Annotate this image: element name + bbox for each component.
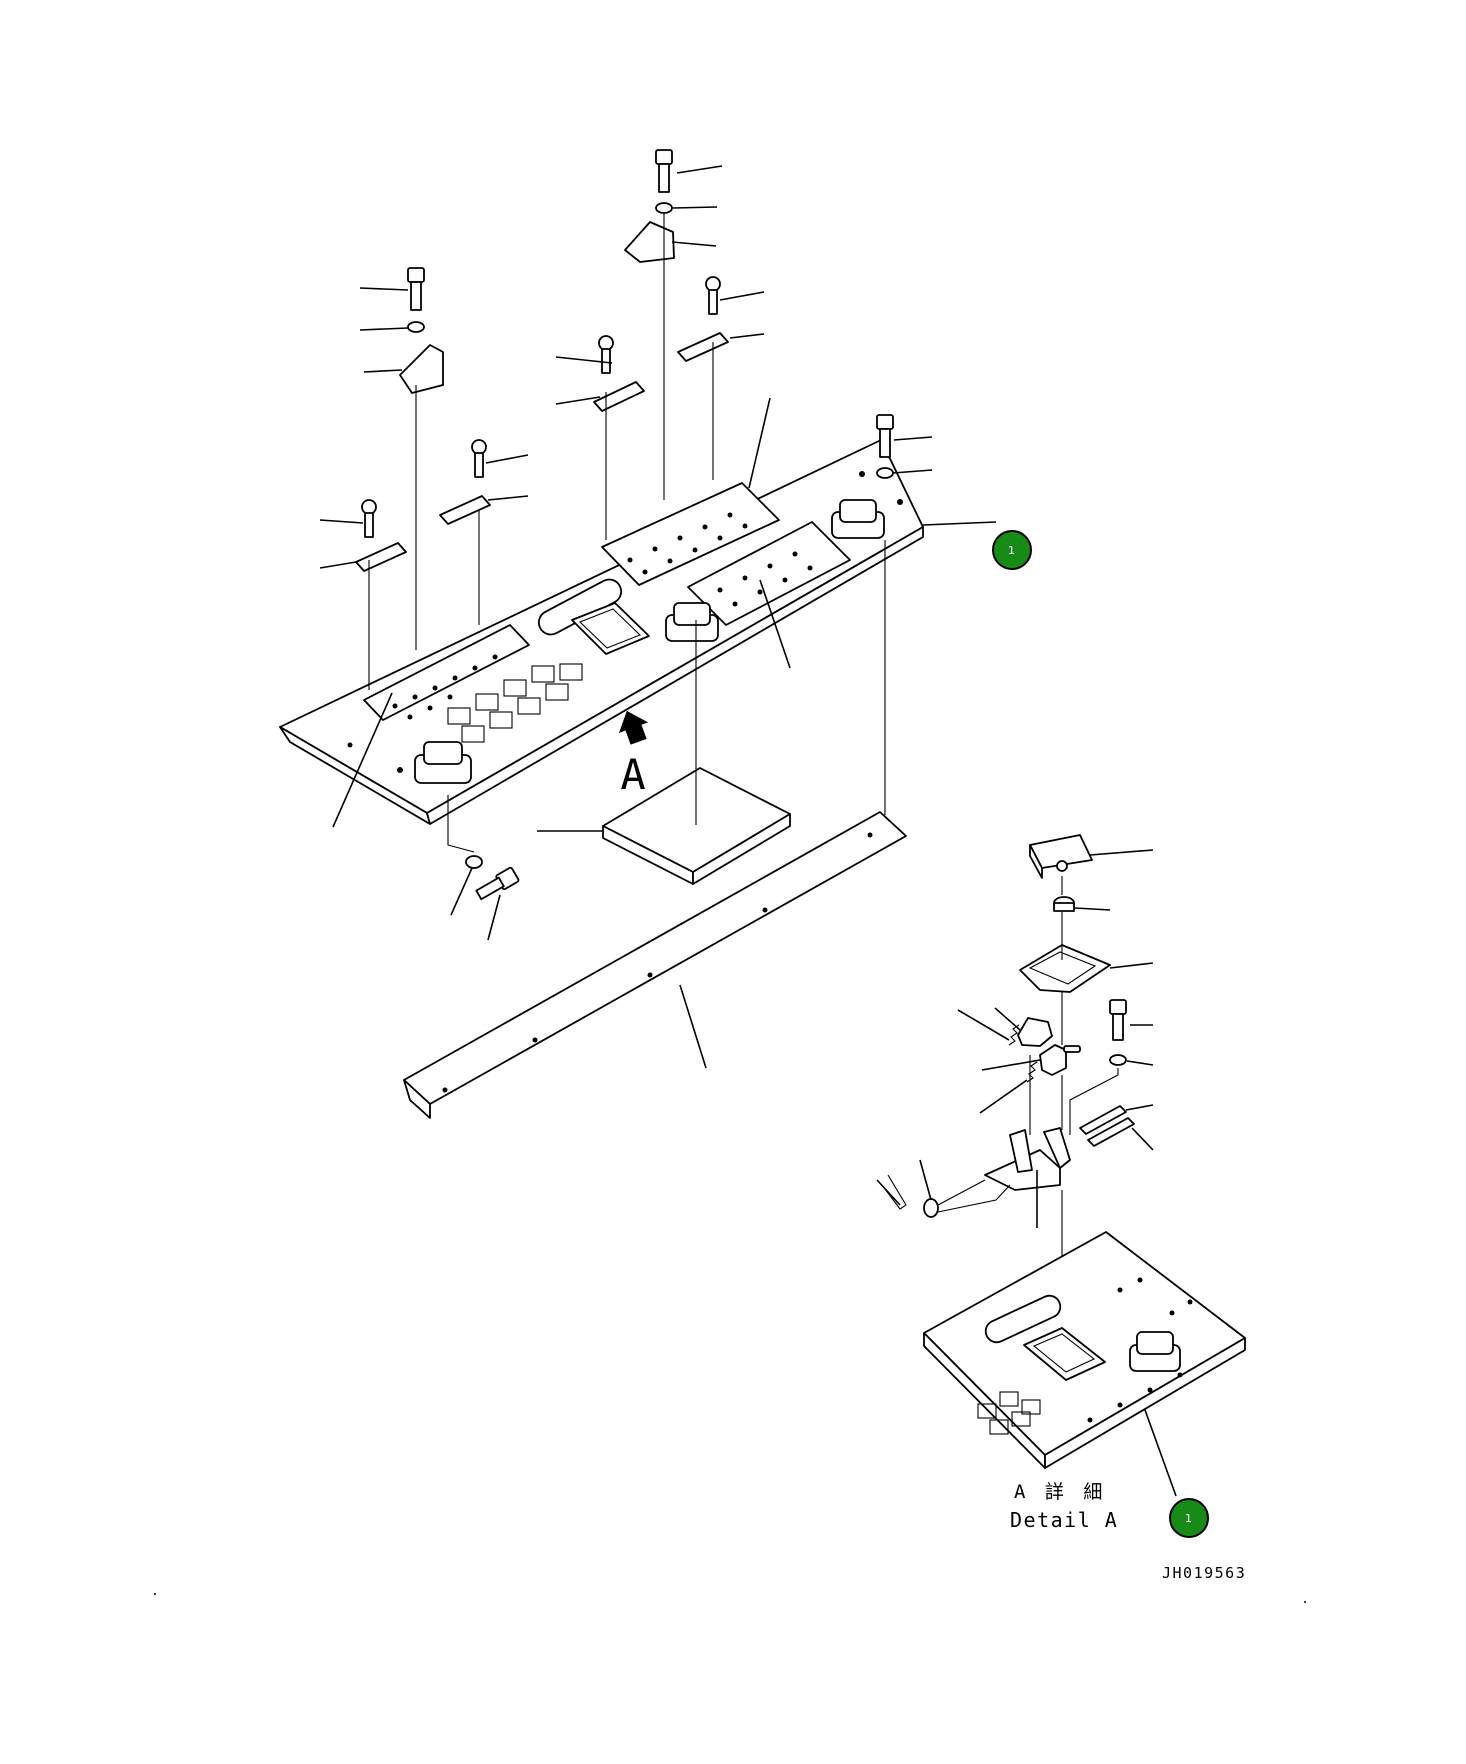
spring [1008,1024,1020,1046]
washer [407,321,425,333]
flat-bar [677,332,729,362]
detail-floor-leader [1144,1409,1177,1497]
bolt [876,414,894,458]
callout-badge[interactable]: 1 [1169,1498,1209,1538]
detail-floor [923,1231,1246,1469]
flat-bar [593,381,645,412]
washer [923,1198,939,1218]
bolt [407,267,425,311]
split-pin [881,1174,907,1210]
pin [1079,1105,1135,1147]
view-arrow [618,710,649,745]
detail-title-en: Detail A [1010,1508,1118,1532]
rubber-mount [665,602,719,642]
corner-mark [1304,1601,1306,1603]
corner-mark [154,1593,156,1595]
bolt [1109,999,1127,1041]
flat-bar [439,495,491,525]
nut [1053,896,1075,912]
bolt [475,866,520,901]
floor-plate [279,439,924,825]
rubber-mount [831,499,885,539]
flat-bar [355,542,407,572]
bracket [399,344,444,394]
callout-number: 1 [1008,544,1015,557]
screw [598,335,614,374]
bolt [655,149,673,193]
screw [471,439,487,478]
view-label: A [620,750,645,799]
bracket [624,221,675,263]
plate-holes [347,471,903,773]
drawing-number: JH019563 [1162,1564,1246,1582]
spring [1026,1061,1038,1083]
detail-leader-lines [876,849,1154,1228]
assembly-lines [368,214,886,853]
callout-badge[interactable]: 1 [992,530,1032,570]
callout-number: 1 [1185,1512,1192,1525]
pedal-cutouts [447,663,583,743]
washer [465,855,483,869]
rubber-mount [414,741,472,784]
angle-rail [403,811,907,1119]
screw [361,499,377,538]
screw [705,276,721,315]
detail-a-assembly [881,834,1135,1218]
washer [1109,1054,1127,1066]
washer [655,202,673,214]
detail-title-ja: A 詳 細 [1014,1481,1106,1503]
washer [876,467,894,479]
leader-lines [319,165,997,1069]
